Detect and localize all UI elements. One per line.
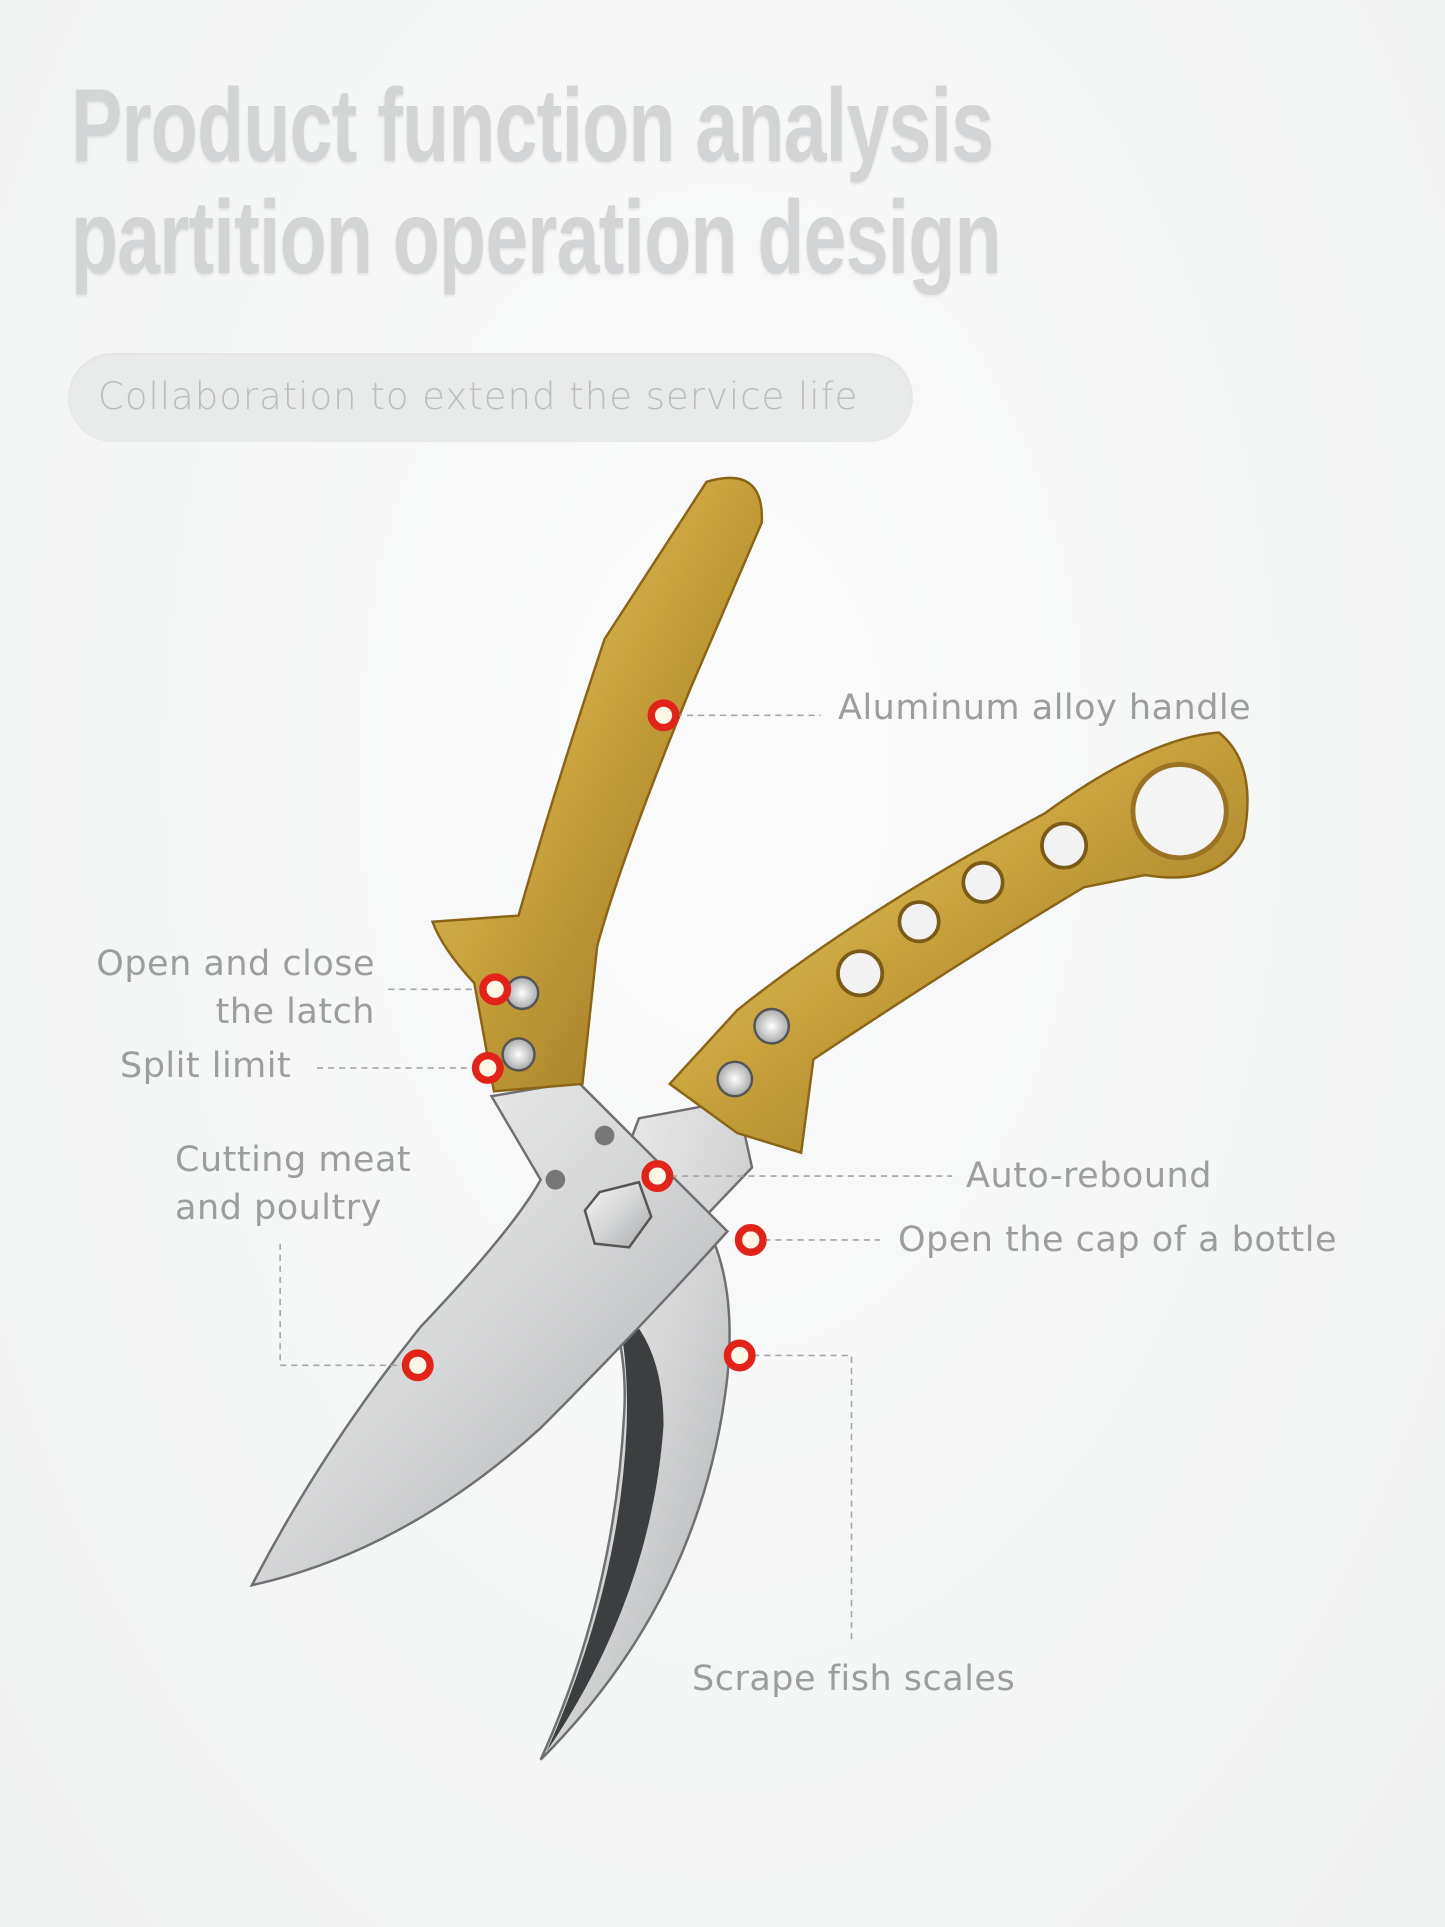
label-fish-scales: Scrape fish scales bbox=[692, 1659, 1016, 1699]
label-latch-line1: Open and close bbox=[96, 944, 375, 984]
marker-auto-rebound bbox=[641, 1160, 674, 1193]
label-cutting-line1: Cutting meat bbox=[175, 1140, 412, 1180]
marker-bottle bbox=[734, 1223, 767, 1256]
marker-handle bbox=[647, 699, 680, 732]
marker-fish-scales bbox=[723, 1339, 756, 1372]
label-latch: Open and close the latch bbox=[96, 940, 375, 1036]
label-split-limit: Split limit bbox=[120, 1046, 292, 1086]
label-auto-rebound: Auto-rebound bbox=[966, 1156, 1212, 1196]
label-latch-line2: the latch bbox=[215, 992, 375, 1032]
subtitle-text: Collaboration to extend the service life bbox=[98, 375, 859, 418]
label-cutting-meat: Cutting meat and poultry bbox=[175, 1136, 411, 1232]
marker-split-limit bbox=[471, 1051, 504, 1084]
title-line-2: partition operation design bbox=[71, 180, 1002, 296]
page-title: Product function analysis partition oper… bbox=[71, 68, 1002, 296]
upper-handle bbox=[430, 476, 764, 1093]
label-cutting-line2: and poultry bbox=[175, 1188, 382, 1228]
pivot-nut bbox=[583, 1180, 653, 1249]
subtitle-pill: Collaboration to extend the service life bbox=[68, 353, 913, 442]
label-aluminum-handle: Aluminum alloy handle bbox=[838, 688, 1252, 728]
marker-cutting bbox=[401, 1349, 434, 1382]
marker-latch bbox=[479, 973, 512, 1006]
lower-handle bbox=[667, 731, 1249, 1155]
label-bottle-opener: Open the cap of a bottle bbox=[898, 1220, 1337, 1260]
title-line-1: Product function analysis bbox=[71, 68, 994, 184]
callout-markers bbox=[401, 699, 767, 1382]
